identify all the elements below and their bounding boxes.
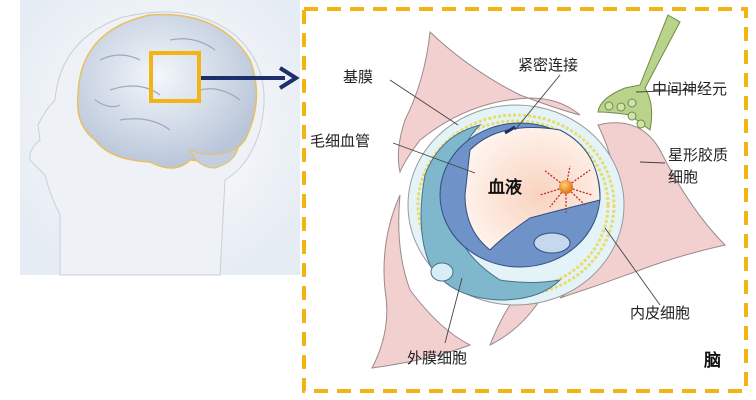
pericyte-nucleus xyxy=(430,262,454,282)
label-endothelial-cell: 内皮细胞 xyxy=(630,304,690,322)
highlight-box xyxy=(149,51,201,103)
label-astrocyte-line1: 星形胶质 xyxy=(668,146,728,164)
tight-junction xyxy=(504,125,516,135)
blood-cell xyxy=(559,180,573,194)
leader-lines xyxy=(389,74,694,344)
cerebellum xyxy=(189,147,239,169)
interneuron xyxy=(597,14,681,131)
label-tight-junction: 紧密连接 xyxy=(518,56,578,74)
label-astrocyte-line2: 细胞 xyxy=(668,168,698,186)
label-capillary: 毛细血管 xyxy=(310,132,370,150)
detail-frame xyxy=(302,7,748,393)
label-pericyte: 外膜细胞 xyxy=(407,349,467,367)
label-brain: 脑 xyxy=(704,350,721,371)
capillary xyxy=(407,104,625,306)
head-illustration xyxy=(20,0,300,276)
endothelial-nucleus xyxy=(533,232,571,254)
zoom-arrow-head-icon xyxy=(278,66,300,90)
label-blood: 血液 xyxy=(488,177,522,198)
label-basement-membrane: 基膜 xyxy=(343,68,373,86)
label-interneuron: 中间神经元 xyxy=(652,80,727,98)
brain-folds xyxy=(94,38,241,131)
brain xyxy=(76,13,258,169)
astrocyte xyxy=(371,30,726,369)
lumen xyxy=(464,127,601,251)
